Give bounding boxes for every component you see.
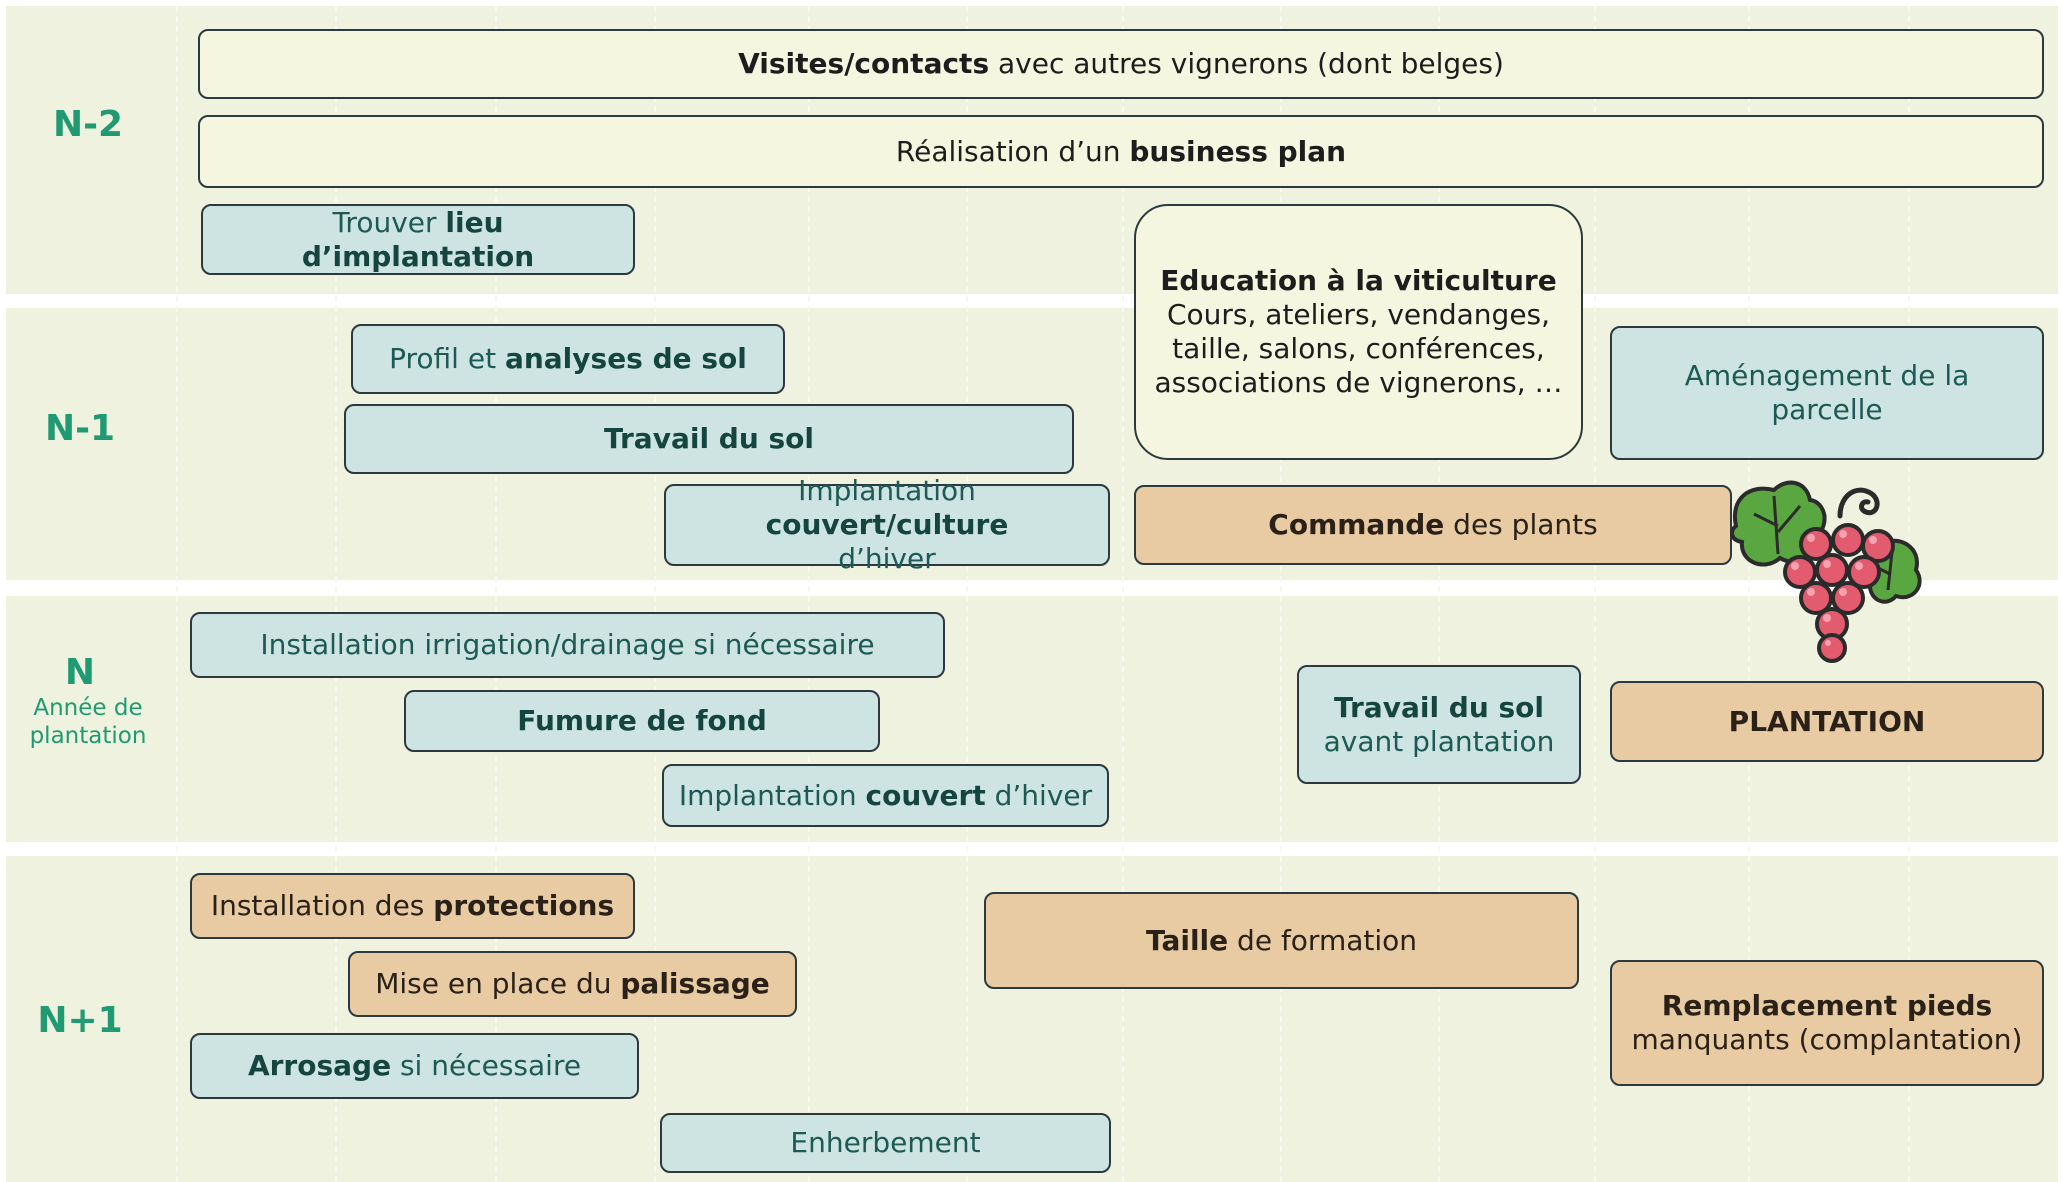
box-profil-bold: analyses de sol bbox=[504, 342, 747, 375]
grid-line bbox=[1594, 6, 1596, 1182]
box-plantation: PLANTATION bbox=[1610, 681, 2044, 762]
year-sublabel-line2: plantation bbox=[29, 723, 147, 749]
box-amenagement-parcelle: Aménagement de la parcelle bbox=[1610, 326, 2044, 460]
grid-line bbox=[1438, 6, 1440, 1182]
year-sublabel-line1: Année de bbox=[33, 695, 143, 721]
year-label-n-minus-1: N-1 bbox=[44, 408, 116, 449]
box-travail-sol-avant-plantation: Travail du sol avant plantation bbox=[1297, 665, 1581, 784]
box-taille-de-formation: Taille de formation bbox=[984, 892, 1579, 989]
grid-line bbox=[966, 6, 968, 1182]
box-arrosage-rest: si nécessaire bbox=[391, 1049, 582, 1082]
box-impl-culture-bold: couvert/culture bbox=[765, 508, 1009, 541]
box-mise-en-place-palissage: Mise en place du palissage bbox=[348, 951, 797, 1017]
box-travail-sol-bold: Travail du sol bbox=[603, 422, 815, 455]
box-education-title: Education à la viticulture bbox=[1160, 264, 1557, 297]
box-protections-pre: Installation des bbox=[210, 889, 434, 922]
box-business-bold: business plan bbox=[1129, 134, 1347, 168]
box-visites-bold: Visites/contacts bbox=[738, 47, 990, 80]
box-amenagement-line1: Aménagement de la bbox=[1684, 359, 1970, 392]
box-arrosage: Arrosage si nécessaire bbox=[190, 1033, 639, 1099]
box-impl-couvert-bold: couvert bbox=[865, 778, 986, 812]
box-commande-rest: des plants bbox=[1444, 508, 1598, 541]
box-fumure-bold: Fumure de fond bbox=[517, 704, 767, 737]
year-label-n-minus-2: N-2 bbox=[52, 104, 124, 145]
box-arrosage-bold: Arrosage bbox=[247, 1049, 392, 1082]
box-amenagement-line2: parcelle bbox=[1771, 393, 1883, 426]
box-enherbement-text: Enherbement bbox=[790, 1126, 981, 1159]
box-profil-pre: Profil et bbox=[389, 342, 505, 375]
box-irrigation-text: Installation irrigation/drainage si néce… bbox=[260, 628, 875, 661]
box-lieu-pre: Trouver bbox=[332, 205, 446, 239]
box-remplacement-pieds: Remplacement pieds manquants (complantat… bbox=[1610, 960, 2044, 1086]
box-plantation-bold: PLANTATION bbox=[1728, 704, 1926, 738]
box-education-viticulture: Education à la viticulture Cours, atelie… bbox=[1134, 204, 1583, 460]
box-business-plan: Réalisation d’un business plan bbox=[198, 115, 2044, 188]
grid-line bbox=[495, 6, 497, 1182]
box-protections-bold: protections bbox=[433, 889, 615, 922]
box-implantation-couvert-hiver: Implantation couvert d’hiver bbox=[662, 764, 1109, 827]
box-impl-culture-pre: Implantation bbox=[798, 474, 976, 507]
box-business-pre: Réalisation d’un bbox=[895, 134, 1130, 168]
box-travail-avant-line2: avant plantation bbox=[1323, 724, 1555, 758]
grid-line bbox=[335, 6, 337, 1182]
year-sublabel-n: Année de plantation bbox=[8, 694, 168, 750]
box-impl-couvert-rest: d’hiver bbox=[985, 778, 1093, 812]
box-lieu-bold: lieu d’implantation bbox=[301, 205, 535, 273]
box-education-line3: associations de vignerons, … bbox=[1154, 366, 1563, 399]
box-education-line1: Cours, ateliers, vendanges, bbox=[1166, 298, 1551, 331]
box-palissage-pre: Mise en place du bbox=[375, 967, 621, 1000]
grid-line bbox=[808, 6, 810, 1182]
box-travail-du-sol: Travail du sol bbox=[344, 404, 1074, 474]
box-commande-plants: Commande des plants bbox=[1134, 485, 1732, 565]
box-enherbement: Enherbement bbox=[660, 1113, 1111, 1173]
box-taille-bold: Taille bbox=[1145, 923, 1229, 957]
box-fumure-de-fond: Fumure de fond bbox=[404, 690, 880, 752]
box-remplacement-bold: Remplacement pieds bbox=[1661, 989, 1993, 1022]
box-commande-bold: Commande bbox=[1268, 508, 1445, 541]
box-lieu-implantation: Trouver lieu d’implantation bbox=[201, 204, 635, 275]
box-impl-culture-line2: d’hiver bbox=[838, 542, 936, 575]
box-travail-avant-bold: Travail du sol bbox=[1333, 690, 1545, 724]
year-label-n: N bbox=[64, 652, 96, 693]
grid-line bbox=[654, 6, 656, 1182]
box-taille-rest: de formation bbox=[1228, 923, 1418, 957]
box-implantation-couvert-culture: Implantation couvert/culture d’hiver bbox=[664, 474, 1110, 575]
grid-line bbox=[176, 6, 178, 1182]
grid-line bbox=[1122, 6, 1124, 1182]
box-visites-rest: avec autres vignerons (dont belges) bbox=[989, 47, 1504, 80]
box-remplacement-line2: manquants (complantation) bbox=[1631, 1023, 2023, 1056]
year-label-n-plus-1: N+1 bbox=[37, 1000, 123, 1041]
grid-line bbox=[1280, 6, 1282, 1182]
box-installation-irrigation: Installation irrigation/drainage si néce… bbox=[190, 612, 945, 678]
box-installation-protections: Installation des protections bbox=[190, 873, 635, 939]
box-visites-contacts: Visites/contacts avec autres vignerons (… bbox=[198, 29, 2044, 99]
box-palissage-bold: palissage bbox=[620, 967, 770, 1000]
grid-line bbox=[1748, 6, 1750, 1182]
box-education-line2: taille, salons, conférences, bbox=[1172, 332, 1545, 365]
box-profil-analyses-sol: Profil et analyses de sol bbox=[351, 324, 785, 394]
grapes-icon bbox=[1730, 480, 1922, 663]
box-impl-couvert-pre: Implantation bbox=[678, 778, 866, 812]
